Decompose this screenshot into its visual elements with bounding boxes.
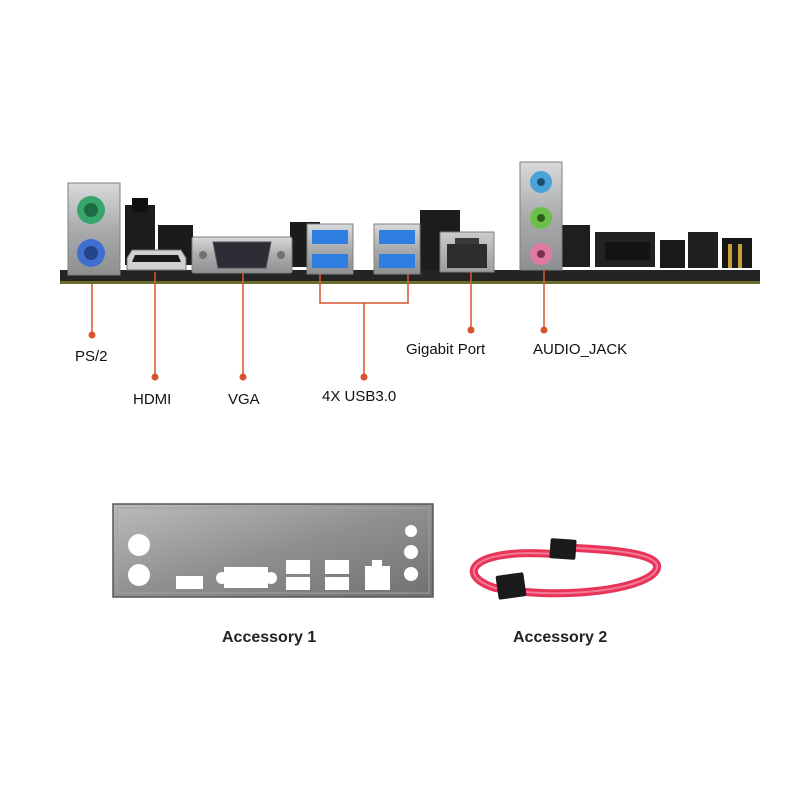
audio-jack: [519, 161, 563, 271]
hdmi-label: HDMI: [133, 391, 172, 408]
sata-cable: [469, 538, 662, 600]
usb-label: 4X USB3.0: [322, 388, 397, 405]
io-shield: [112, 503, 434, 598]
hdmi-port: [126, 249, 187, 271]
ps2-port: [67, 182, 121, 276]
vga-label: VGA: [228, 391, 260, 408]
ps2-label: PS/2: [75, 348, 108, 365]
accessory-2-label: Accessory 2: [513, 629, 608, 646]
vga-port: [191, 236, 293, 274]
usb3-ports: [306, 223, 421, 275]
gigabit-port: [439, 231, 495, 273]
callout-dots: [88, 326, 548, 381]
callout-lines: [91, 270, 545, 377]
accessory-1-label: Accessory 1: [222, 629, 317, 646]
gigabit-label: Gigabit Port: [406, 341, 486, 358]
audio-jack-label: AUDIO_JACK: [533, 341, 628, 358]
